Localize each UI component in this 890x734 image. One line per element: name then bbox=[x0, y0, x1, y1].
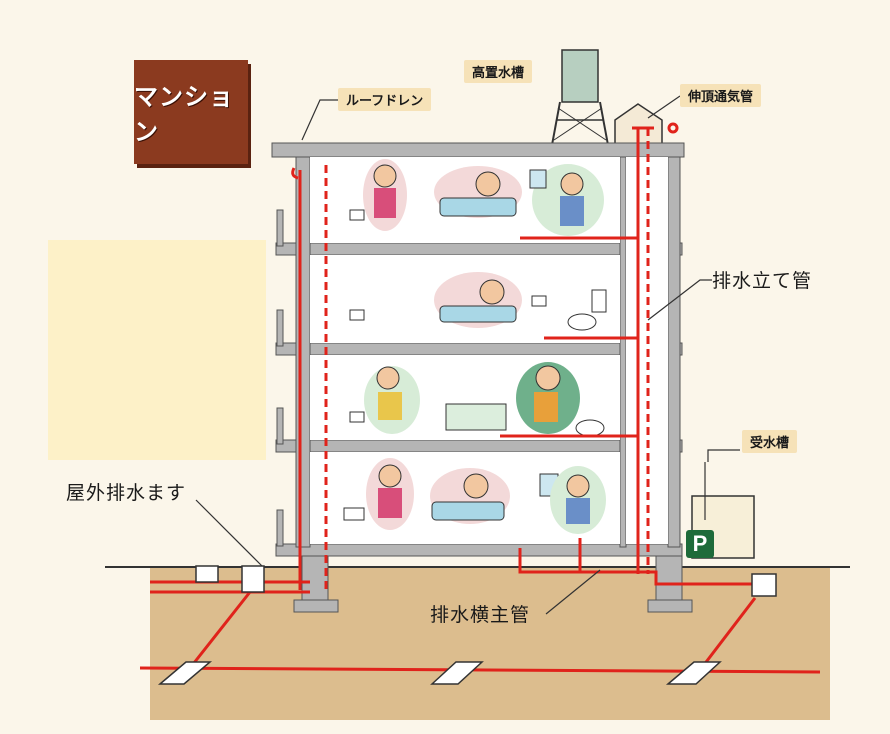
manholes bbox=[157, 565, 777, 685]
floor-2-scene bbox=[349, 362, 605, 437]
title-box: マンション bbox=[134, 60, 248, 164]
occupants bbox=[343, 159, 607, 534]
leader-lines bbox=[195, 95, 740, 615]
left-panel bbox=[48, 240, 266, 460]
elevated-tank bbox=[551, 49, 609, 146]
label-drain-stack: 排水立て管 bbox=[712, 270, 813, 292]
label-stack-vent: 伸頂通気管 bbox=[680, 84, 762, 107]
vent-housing bbox=[614, 103, 663, 146]
parking-sign: P bbox=[686, 530, 714, 558]
label-roof-drain: ルーフドレン bbox=[338, 88, 432, 111]
label-receiving-tank: 受水槽 bbox=[742, 430, 798, 453]
floor-1-scene bbox=[343, 458, 606, 534]
floor-3-scene bbox=[349, 272, 607, 331]
floor-4-scene bbox=[349, 159, 604, 236]
label-horizontal-main: 排水横主管 bbox=[430, 604, 531, 626]
label-elevated-tank: 高置水槽 bbox=[464, 60, 533, 83]
page-title: マンション bbox=[134, 83, 234, 146]
label-outdoor-basin: 屋外排水ます bbox=[66, 482, 187, 504]
